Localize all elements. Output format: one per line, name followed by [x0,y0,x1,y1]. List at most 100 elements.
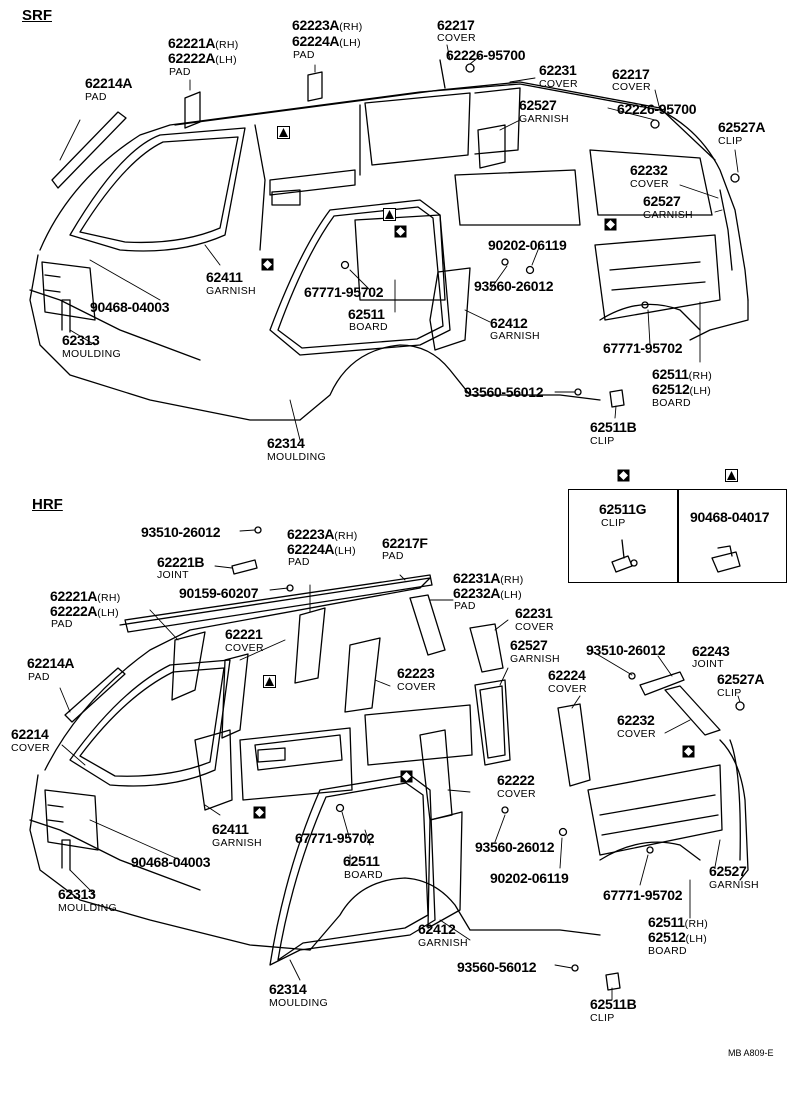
part-number: 62527 [709,863,747,879]
part-number: 90159-60207 [179,585,259,601]
part-number: 62224 [548,667,586,683]
section-heading-hrf: HRF [32,496,63,513]
part-name: COVER [630,178,669,190]
legend-artwork [611,539,741,573]
part-name: COVER [437,32,476,44]
part-name: GARNISH [709,879,759,891]
part-number: 62527 [519,97,557,113]
part-name: CLIP [590,1012,615,1024]
part-number: 62222 [497,772,535,788]
part-number: 62412 [490,315,528,331]
part-name: MOULDING [269,997,328,1009]
part-number: 67771-95702 [304,284,384,300]
part-name: PAD [288,556,310,568]
part-callout: 62222A(LH) [50,603,119,619]
part-number: 93560-56012 [464,384,544,400]
part-number: 93560-26012 [475,839,555,855]
part-number: 90468-04003 [131,854,211,870]
part-number: 62217 [437,17,475,33]
part-name: COVER [548,683,587,695]
part-callout: 62231A(RH) [453,570,524,586]
srf-van-body [29,44,749,441]
part-name: COVER [612,81,651,93]
part-callout: 62221A(RH) [168,35,239,51]
part-number: 93560-26012 [474,278,554,294]
part-number: 62223 [397,665,435,681]
part-number: 62411 [206,269,243,285]
part-number: 62243 [692,643,730,659]
part-number: 67771-95702 [603,887,683,903]
part-number: 62221 [225,626,263,642]
part-name: PAD [51,618,73,630]
part-name: PAD [382,550,404,562]
part-name: BOARD [344,869,383,881]
part-name: COVER [617,728,656,740]
part-callout: 62511(RH) [648,914,709,930]
diamond-symbol [253,806,266,819]
part-number: 62527A [717,671,765,687]
part-number: 62527 [643,193,681,209]
part-number: 93510-26012 [141,524,221,540]
part-name: GARNISH [418,937,468,949]
triangle-symbol [725,469,738,482]
diamond-symbol [604,218,617,231]
part-callout: 62224A(LH) [287,541,356,557]
part-name: PAD [454,600,476,612]
part-number: 93560-56012 [457,959,537,975]
drawing-reference-code: MB A809-E [728,1048,774,1058]
section-heading-srf: SRF [22,7,52,24]
part-name: GARNISH [212,837,262,849]
part-name: PAD [169,66,191,78]
legend-right-part-number: 90468-04017 [690,509,770,525]
diamond-symbol [682,745,695,758]
part-number: 62226-95700 [446,47,526,63]
triangle-symbol [277,126,290,139]
part-number: 90202-06119 [488,237,567,253]
part-number: 62231 [539,62,577,78]
diamond-symbol [394,225,407,238]
part-name: GARNISH [490,330,540,342]
part-number: 67771-95702 [295,830,375,846]
diamond-symbol [400,770,413,783]
part-name: PAD [293,49,315,61]
part-callout: 62223A(RH) [292,17,363,33]
part-number: 62214A [27,655,75,671]
part-number: 62231 [515,605,553,621]
part-number: 62217 [612,66,650,82]
legend-divider [677,490,679,582]
legend-left-part-number: 62511G [599,501,647,517]
part-callout: 62511(RH) [652,366,713,382]
part-number: 62511 [343,853,380,869]
part-number: 62527A [718,119,766,135]
part-number: 62313 [62,332,100,348]
legend-box: 62511G CLIP 90468-04017 [568,489,787,583]
part-name: COVER [515,621,554,633]
part-number: 62511B [590,419,637,435]
part-number: 62527 [510,637,548,653]
part-number: 90202-06119 [490,870,569,886]
hrf-van-body [29,526,749,1001]
part-name: MOULDING [58,902,117,914]
part-callout: 62222A(LH) [168,50,237,66]
part-number: 93510-26012 [586,642,666,658]
part-number: 90468-04003 [90,299,170,315]
part-name: JOINT [157,569,189,581]
part-name: MOULDING [267,451,326,463]
part-callout: 62512(LH) [652,381,712,397]
diamond-symbol [261,258,274,271]
part-callout: 62223A(RH) [287,526,358,542]
part-name: BOARD [648,945,687,957]
part-name: COVER [11,742,50,754]
part-name: JOINT [692,658,724,670]
part-number: 62214A [85,75,133,91]
triangle-symbol [383,208,396,221]
part-number: 62217F [382,535,428,551]
part-name: BOARD [652,397,691,409]
part-number: 62232 [630,162,668,178]
part-name: COVER [225,642,264,654]
diamond-symbol [617,469,630,482]
part-name: BOARD [349,321,388,333]
part-number: 62411 [212,821,249,837]
part-name: CLIP [718,135,743,147]
